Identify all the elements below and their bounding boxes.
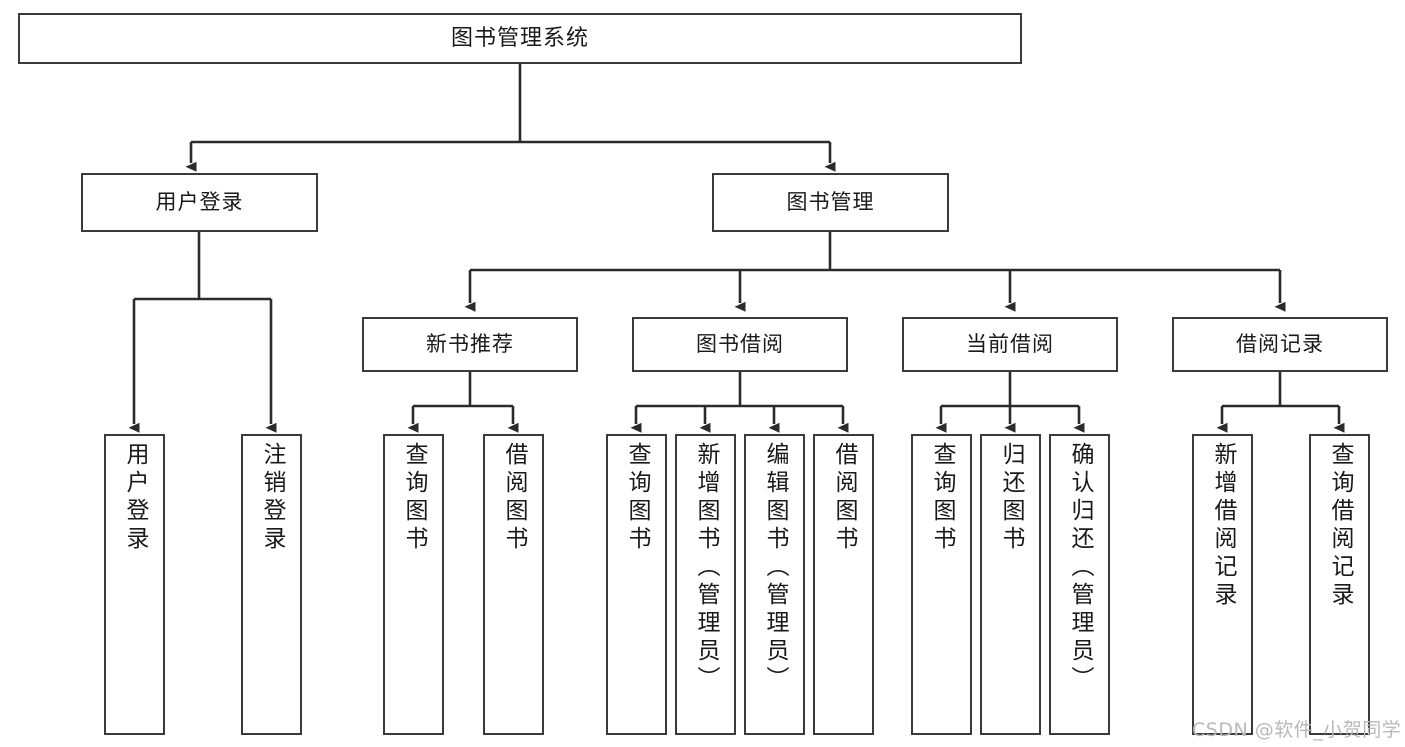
node-book-manage-label: 图书管理 bbox=[786, 190, 875, 215]
node-leaf-query-book-2-label: 查询图书 bbox=[624, 442, 650, 554]
node-leaf-user-login-label: 用户登录 bbox=[122, 442, 148, 554]
node-leaf-confirm-return-label: 确认归还（管理员） bbox=[1067, 442, 1093, 694]
node-user-login[interactable]: 用户登录 bbox=[81, 173, 318, 232]
node-book-borrow[interactable]: 图书借阅 bbox=[632, 317, 848, 372]
node-leaf-logout[interactable]: 注销登录 bbox=[241, 434, 302, 735]
node-new-book-recommend-label: 新书推荐 bbox=[426, 332, 514, 357]
node-leaf-query-book-2[interactable]: 查询图书 bbox=[606, 434, 667, 735]
node-leaf-user-login[interactable]: 用户登录 bbox=[104, 434, 165, 735]
node-leaf-borrow-book-1[interactable]: 借阅图书 bbox=[483, 434, 544, 735]
node-book-manage[interactable]: 图书管理 bbox=[712, 173, 949, 232]
node-leaf-return-book-label: 归还图书 bbox=[998, 442, 1024, 554]
node-borrow-record[interactable]: 借阅记录 bbox=[1172, 317, 1388, 372]
node-leaf-edit-book-label: 编辑图书（管理员） bbox=[762, 442, 788, 694]
node-leaf-add-book[interactable]: 新增图书（管理员） bbox=[675, 434, 736, 735]
node-current-borrow[interactable]: 当前借阅 bbox=[902, 317, 1118, 372]
csdn-watermark: CSDN @软件_小贺同学 bbox=[1192, 719, 1402, 741]
node-leaf-query-book-3-label: 查询图书 bbox=[929, 442, 955, 554]
node-leaf-add-record-label: 新增借阅记录 bbox=[1210, 442, 1236, 610]
node-leaf-borrow-book-2-label: 借阅图书 bbox=[831, 442, 857, 554]
node-leaf-query-book-1[interactable]: 查询图书 bbox=[383, 434, 444, 735]
node-current-borrow-label: 当前借阅 bbox=[966, 332, 1054, 357]
node-leaf-edit-book[interactable]: 编辑图书（管理员） bbox=[744, 434, 805, 735]
node-root-label: 图书管理系统 bbox=[450, 25, 589, 51]
node-leaf-logout-label: 注销登录 bbox=[259, 442, 285, 554]
node-root[interactable]: 图书管理系统 bbox=[18, 13, 1022, 64]
node-user-login-label: 用户登录 bbox=[155, 190, 244, 215]
node-leaf-add-book-label: 新增图书（管理员） bbox=[693, 442, 719, 694]
node-borrow-record-label: 借阅记录 bbox=[1236, 332, 1324, 357]
node-leaf-return-book[interactable]: 归还图书 bbox=[980, 434, 1041, 735]
node-leaf-add-record[interactable]: 新增借阅记录 bbox=[1192, 434, 1253, 735]
node-leaf-query-book-3[interactable]: 查询图书 bbox=[911, 434, 972, 735]
node-leaf-query-book-1-label: 查询图书 bbox=[401, 442, 427, 554]
node-leaf-confirm-return[interactable]: 确认归还（管理员） bbox=[1049, 434, 1110, 735]
node-book-borrow-label: 图书借阅 bbox=[696, 332, 784, 357]
node-leaf-borrow-book-2[interactable]: 借阅图书 bbox=[813, 434, 874, 735]
node-leaf-borrow-book-1-label: 借阅图书 bbox=[501, 442, 527, 554]
node-leaf-query-record[interactable]: 查询借阅记录 bbox=[1309, 434, 1370, 735]
node-leaf-query-record-label: 查询借阅记录 bbox=[1327, 442, 1353, 610]
node-new-book-recommend[interactable]: 新书推荐 bbox=[362, 317, 578, 372]
